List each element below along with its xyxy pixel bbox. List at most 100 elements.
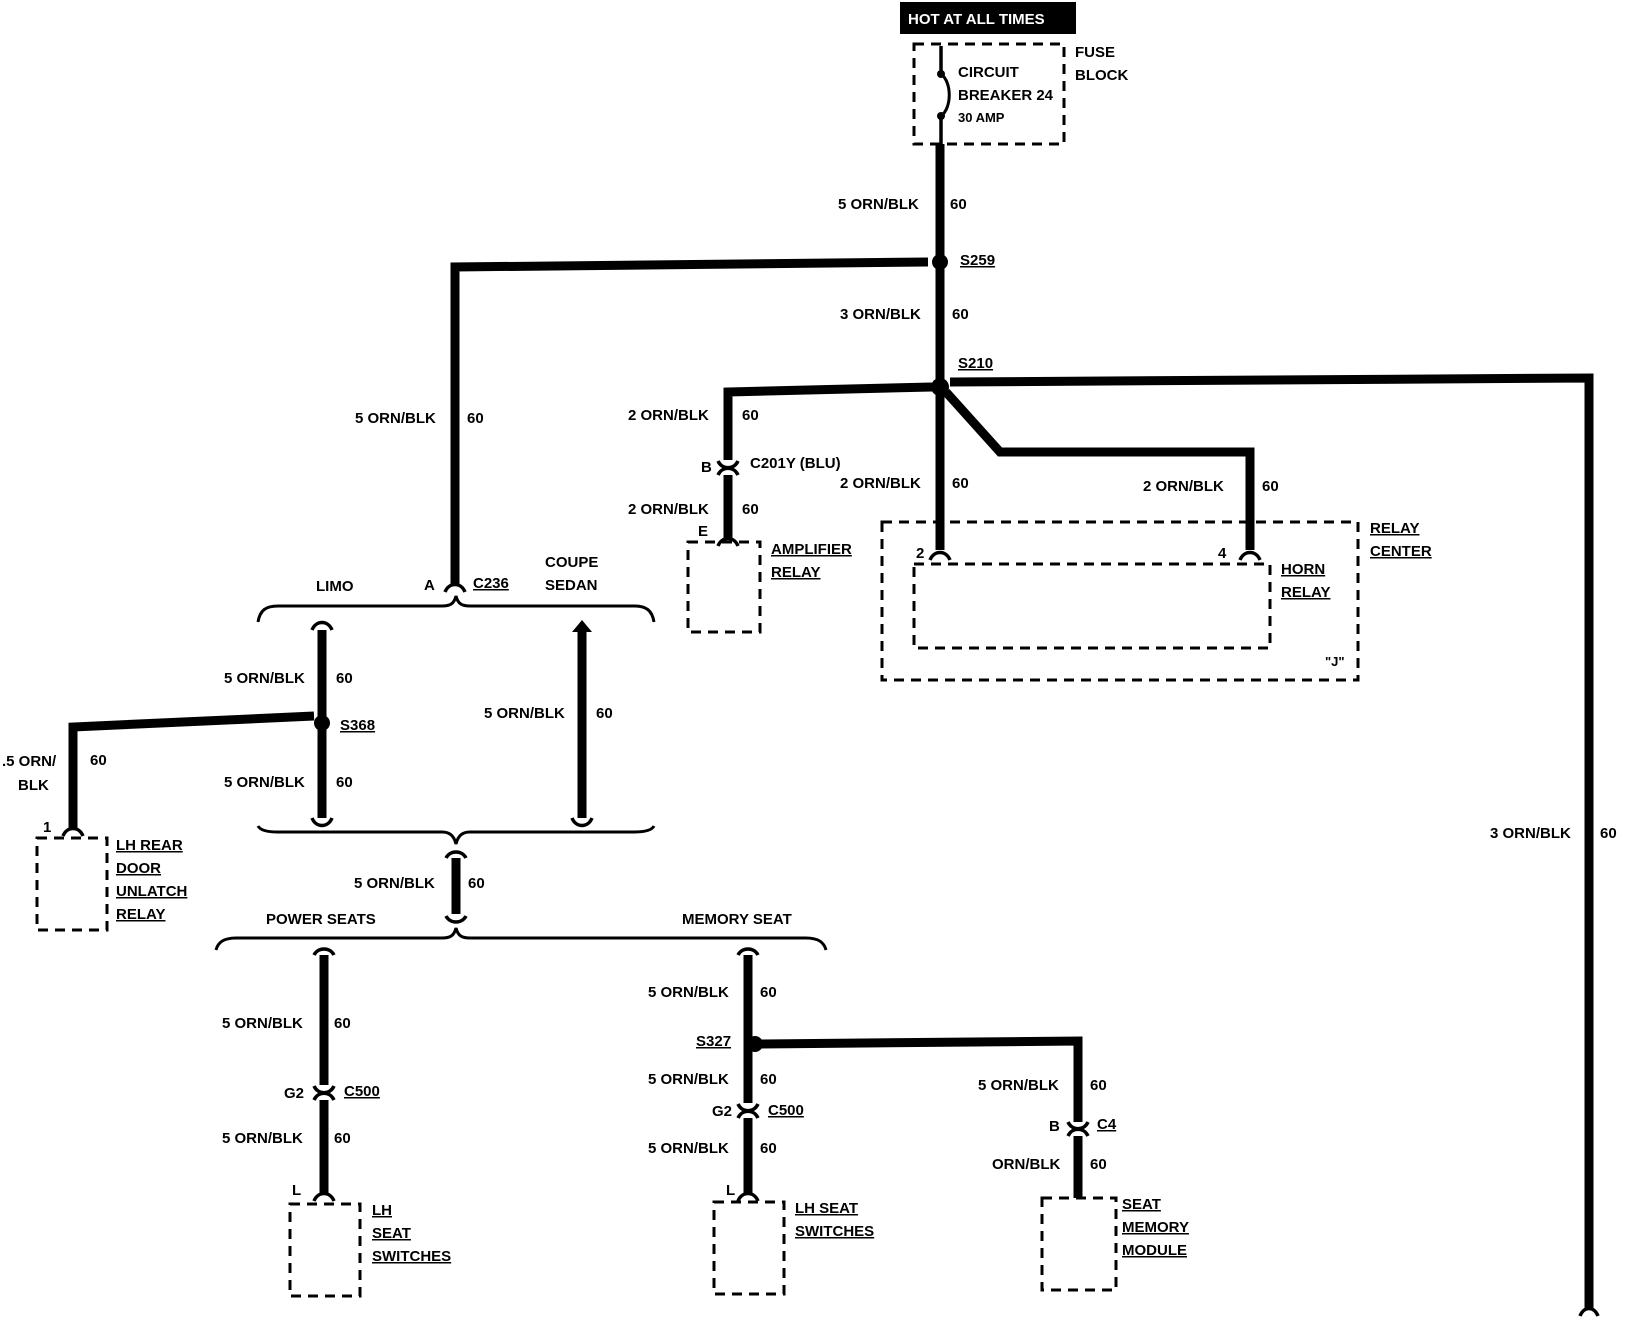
relay-center-label-2: CENTER bbox=[1370, 543, 1432, 560]
horn-relay-label-2: RELAY bbox=[1281, 584, 1330, 601]
wire-center-circuit: 60 bbox=[468, 875, 485, 892]
circuit-breaker-icon bbox=[939, 72, 951, 118]
connector-c4-label: C4 bbox=[1097, 1116, 1117, 1133]
fuse-block-outline bbox=[912, 42, 1066, 146]
wire-right-long-label: 3 ORN/BLK bbox=[1490, 825, 1571, 842]
wire-memory-mid-circuit: 60 bbox=[760, 1071, 777, 1088]
splice-s327-label: S327 bbox=[696, 1033, 731, 1050]
connector-c201-label: C201Y (BLU) bbox=[750, 455, 841, 472]
option-brace-top bbox=[256, 595, 656, 623]
connector-c4-pin: B bbox=[1049, 1118, 1060, 1135]
lh-seat-switches-memory-label-1: LH SEAT bbox=[795, 1200, 858, 1217]
rear-door-label-1: LH REAR bbox=[116, 837, 183, 854]
wire-rear-door-label-2: BLK bbox=[18, 777, 49, 794]
coupe-arrow-icon bbox=[572, 620, 592, 632]
wire-top-circuit: 60 bbox=[950, 196, 967, 213]
continuation-mark bbox=[1578, 1306, 1600, 1317]
connector-c236-label: C236 bbox=[473, 575, 509, 592]
seat-memory-module-outline bbox=[1040, 1196, 1118, 1292]
rear-door-pin: 1 bbox=[43, 819, 51, 836]
wire-center-label: 5 ORN/BLK bbox=[354, 875, 435, 892]
memory-switch-pin: L bbox=[726, 1182, 735, 1199]
option-coupe: COUPE bbox=[545, 554, 598, 571]
wire-power-upper-label: 5 ORN/BLK bbox=[222, 1015, 303, 1032]
wire-amp-upper bbox=[723, 382, 933, 460]
relay-center-label: RELAY bbox=[1370, 520, 1419, 537]
option-limo: LIMO bbox=[316, 578, 354, 595]
wire-coupe-label: 5 ORN/BLK bbox=[484, 705, 565, 722]
option-brace-seats bbox=[214, 927, 828, 951]
option-power-seats: POWER SEATS bbox=[266, 911, 376, 928]
splice-s368-label: S368 bbox=[340, 717, 375, 734]
wire-right-long-circuit: 60 bbox=[1600, 825, 1617, 842]
splice-s327 bbox=[747, 1036, 763, 1052]
wire-module-upper-circuit: 60 bbox=[1090, 1077, 1107, 1094]
wire-rear-door bbox=[68, 711, 315, 830]
connector-c500-left-pin: G2 bbox=[284, 1085, 304, 1102]
lh-seat-switches-power-label-3: SWITCHES bbox=[372, 1248, 451, 1265]
connector-c236 bbox=[443, 582, 467, 593]
horn-relay-label: HORN bbox=[1281, 561, 1325, 578]
limo-terminal-top bbox=[310, 620, 334, 631]
wire-limo-upper-label: 5 ORN/BLK bbox=[224, 670, 305, 687]
coupe-terminal-bottom bbox=[570, 817, 594, 828]
wire-module-upper bbox=[759, 1036, 1083, 1122]
circuit-breaker-label: CIRCUIT bbox=[958, 64, 1019, 81]
option-sedan: SEDAN bbox=[545, 577, 598, 594]
horn-relay-outline bbox=[912, 562, 1272, 650]
splice-s368 bbox=[314, 715, 330, 731]
connector-c500-right-label: C500 bbox=[768, 1102, 804, 1119]
wire-limo-upper-circuit: 60 bbox=[336, 670, 353, 687]
wire-memory-top-circuit: 60 bbox=[760, 984, 777, 1001]
power-switch-pin: L bbox=[292, 1182, 301, 1199]
wire-right-long bbox=[949, 373, 1594, 1310]
horn-relay-pin-2: 2 bbox=[916, 545, 924, 562]
lh-seat-switches-memory-label-2: SWITCHES bbox=[795, 1223, 874, 1240]
relay-center-mark: "J" bbox=[1325, 654, 1345, 669]
wire-mid-label: 3 ORN/BLK bbox=[840, 306, 921, 323]
rear-door-relay-outline bbox=[35, 836, 109, 932]
wire-horn-2-label: 2 ORN/BLK bbox=[840, 475, 921, 492]
splice-s210-label: S210 bbox=[958, 355, 993, 372]
connector-c4 bbox=[1066, 1121, 1090, 1137]
splice-s259-label: S259 bbox=[960, 252, 995, 269]
wire-power-upper-circuit: 60 bbox=[334, 1015, 351, 1032]
wire-left-riser bbox=[450, 257, 929, 586]
wire-power-lower-label: 5 ORN/BLK bbox=[222, 1130, 303, 1147]
wire-horn-4-circuit: 60 bbox=[1262, 478, 1279, 495]
connector-c500-left bbox=[312, 1085, 336, 1101]
center-terminal-bottom bbox=[444, 915, 468, 924]
rear-door-terminal bbox=[61, 826, 85, 837]
wire-amp-upper-circuit: 60 bbox=[742, 407, 759, 424]
seat-memory-module-label-2: MEMORY bbox=[1122, 1219, 1189, 1236]
wire-memory-top-label: 5 ORN/BLK bbox=[648, 984, 729, 1001]
wire-left-riser-label: 5 ORN/BLK bbox=[355, 410, 436, 427]
connector-c201-pin: B bbox=[701, 459, 712, 476]
wire-limo-lower-label: 5 ORN/BLK bbox=[224, 774, 305, 791]
relay-center-outline bbox=[880, 520, 1360, 682]
breaker-rating: 30 AMP bbox=[958, 110, 1005, 125]
fuse-block-label: FUSE bbox=[1075, 44, 1115, 61]
breaker-terminal-top bbox=[937, 70, 945, 78]
rear-door-label-4: RELAY bbox=[116, 906, 165, 923]
option-brace-bottom bbox=[256, 825, 656, 845]
horn-relay-terminal-2 bbox=[928, 550, 952, 561]
rear-door-label-3: UNLATCH bbox=[116, 883, 187, 900]
wire-horn-4 bbox=[942, 388, 1255, 550]
wire-left-riser-circuit: 60 bbox=[467, 410, 484, 427]
fuse-block-label-2: BLOCK bbox=[1075, 67, 1128, 84]
amplifier-relay-label: AMPLIFIER bbox=[771, 541, 852, 558]
amplifier-relay-label-2: RELAY bbox=[771, 564, 820, 581]
wire-amp-lower-label: 2 ORN/BLK bbox=[628, 501, 709, 518]
horn-relay-terminal-4 bbox=[1238, 550, 1262, 561]
wire-module-lower-circuit: 60 bbox=[1090, 1156, 1107, 1173]
connector-c236-pin: A bbox=[424, 577, 435, 594]
wire-top-label: 5 ORN/BLK bbox=[838, 196, 919, 213]
power-switch-terminal bbox=[312, 1191, 336, 1202]
wire-power-lower-circuit: 60 bbox=[334, 1130, 351, 1147]
connector-c500-left-label: C500 bbox=[344, 1083, 380, 1100]
wire-rear-door-label: .5 ORN/ bbox=[2, 753, 57, 770]
amplifier-relay-terminal bbox=[716, 536, 740, 547]
seat-memory-module-label-1: SEAT bbox=[1122, 1196, 1161, 1213]
